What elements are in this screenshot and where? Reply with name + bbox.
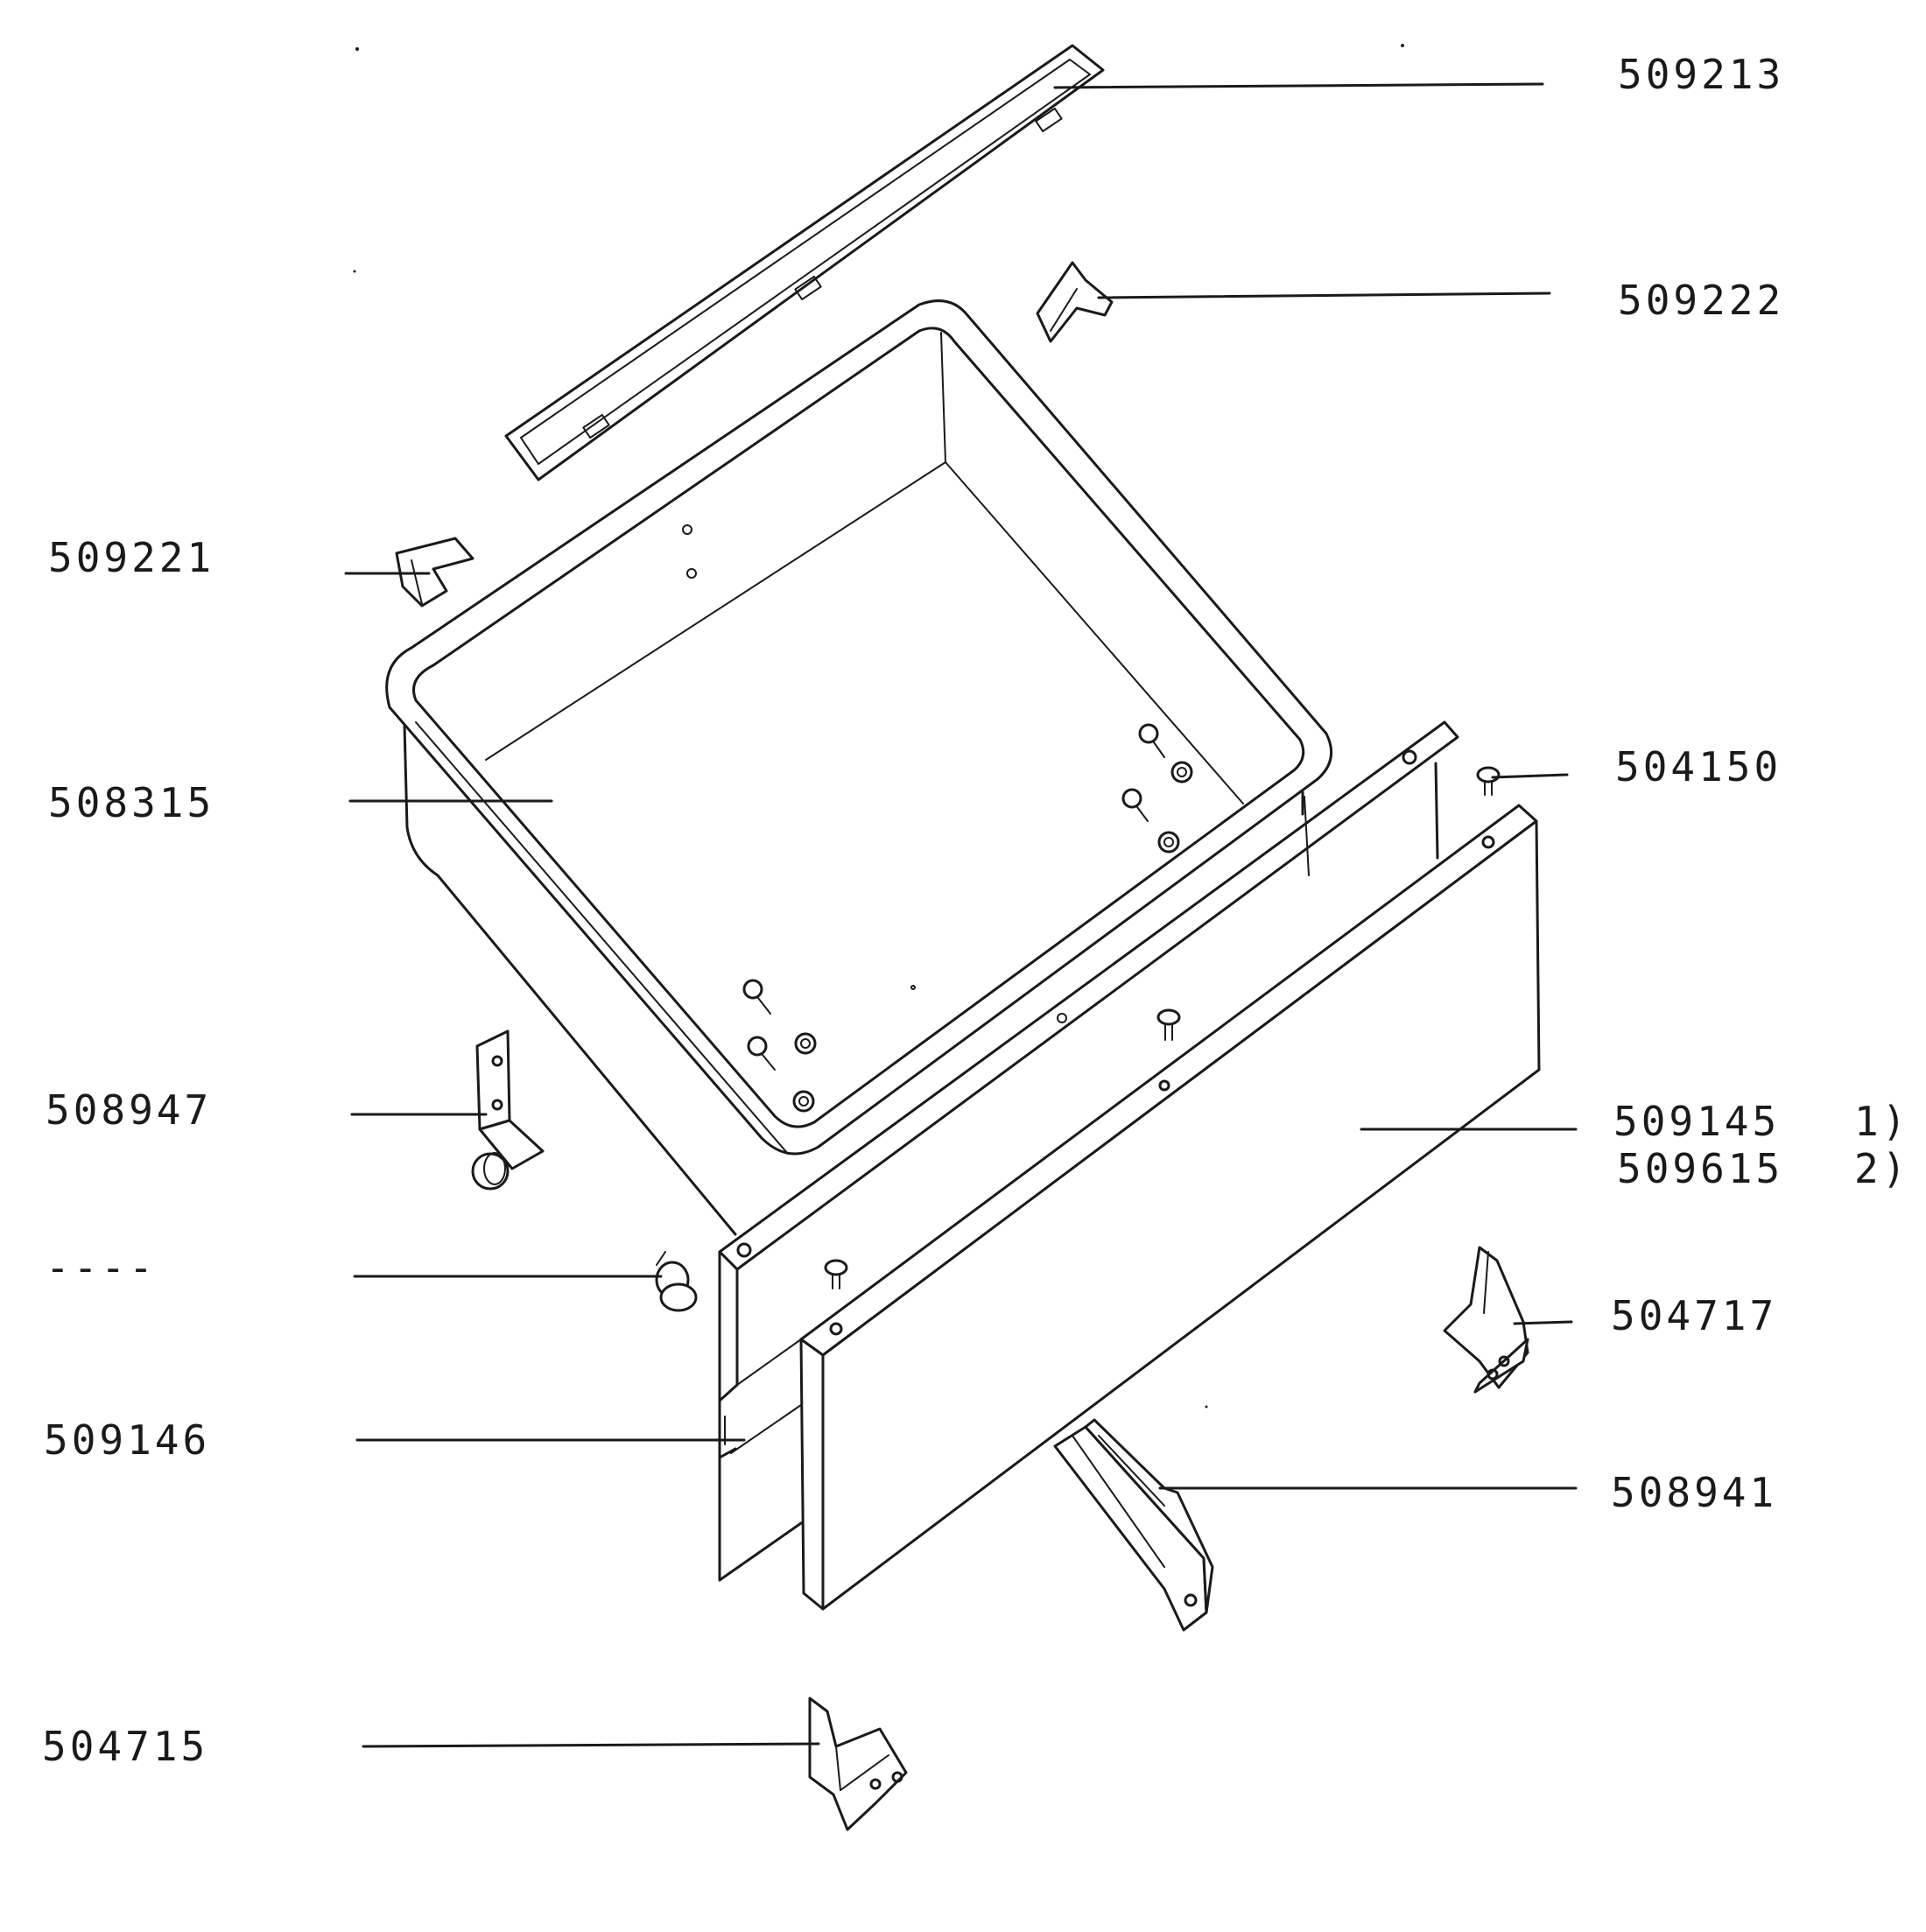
runner-508941 (1053, 1418, 1214, 1632)
knob-part (655, 1251, 698, 1312)
seal-strip-509213 (504, 44, 1105, 481)
label-509213: 509213 (1618, 51, 1785, 98)
label-509221: 509221 (48, 534, 215, 581)
tub-508315 (385, 299, 1333, 1236)
front-panel-509145 (799, 804, 1541, 1611)
rivet-504150 (1476, 766, 1501, 796)
label-509222: 509222 (1618, 277, 1785, 324)
castor-508947 (471, 1029, 545, 1191)
label-509146: 509146 (44, 1416, 211, 1464)
leader-lines (344, 82, 1578, 1748)
label-508947: 508947 (46, 1086, 213, 1134)
label-504715: 504715 (42, 1723, 209, 1770)
label-504717: 504717 (1611, 1292, 1778, 1339)
rivet-left (824, 1259, 848, 1289)
leader-509213 (1053, 82, 1544, 89)
label-508315: 508315 (48, 779, 215, 826)
leader-504717 (1513, 1320, 1573, 1325)
bracket-504715 (808, 1697, 908, 1831)
leader-504715 (362, 1742, 820, 1748)
rear-panel-509146 (718, 720, 1459, 1582)
clip-509221 (395, 537, 474, 608)
label-blank: ---- (46, 1244, 157, 1291)
label-504150: 504150 (1615, 743, 1782, 790)
rivet-center (1156, 1008, 1181, 1041)
leader-504150 (1491, 773, 1569, 779)
label-509145-note: 1) (1854, 1098, 1910, 1145)
label-509615-note: 2) (1854, 1145, 1910, 1192)
label-508941: 508941 (1611, 1469, 1778, 1516)
bracket-504717 (1443, 1246, 1529, 1394)
leader-509222 (1097, 292, 1551, 299)
label-509145: 509145 (1613, 1098, 1781, 1145)
label-509615: 509615 (1617, 1145, 1784, 1192)
clip-509222 (1036, 261, 1114, 343)
